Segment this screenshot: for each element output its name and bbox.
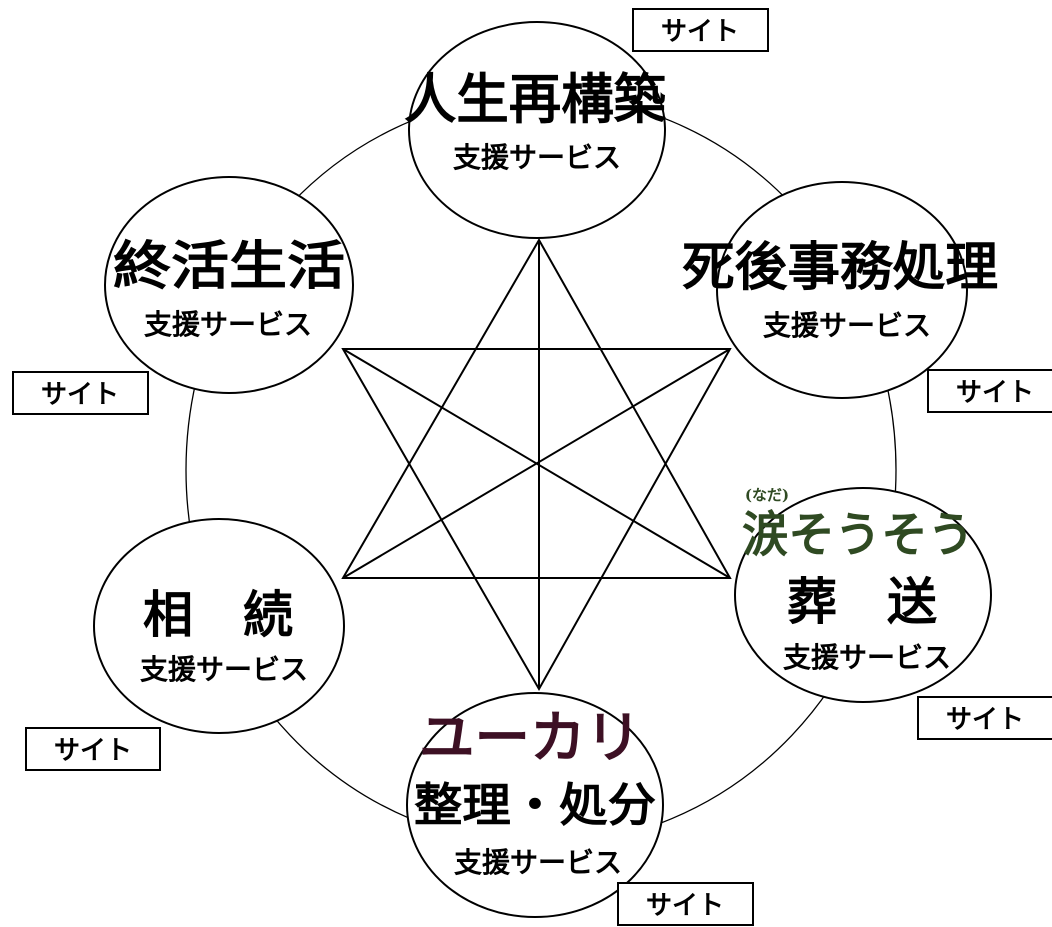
node-sousou[interactable]: (なだ) 涙そうそう 葬 送 支援サービス: [734, 486, 992, 703]
site-link-sousou[interactable]: サイト: [917, 696, 1052, 740]
brand-logo-namida-sousou: 涙そうそう: [742, 507, 974, 563]
node-subtitle: 支援サービス: [454, 846, 622, 879]
node-subtitle: 支援サービス: [453, 141, 621, 174]
site-link-box: [927, 369, 1052, 413]
site-link-label: サイト: [946, 705, 1024, 735]
triangle-down: [341, 348, 732, 692]
site-link-label: サイト: [646, 891, 724, 921]
brand-logo-yukari: ユーカリ: [419, 705, 641, 771]
site-link-box: [617, 882, 754, 926]
node-title: 葬 送: [787, 573, 937, 631]
site-link-seiri[interactable]: サイト: [617, 882, 754, 926]
site-link-souzoku[interactable]: サイト: [25, 727, 161, 771]
node-subtitle: 支援サービス: [144, 308, 312, 341]
site-link-label: サイト: [41, 380, 119, 410]
node-title: 死後事務処理: [682, 238, 998, 298]
node-circle: [408, 21, 666, 239]
node-title: 人生再構築: [404, 68, 667, 131]
node-subtitle: 支援サービス: [140, 653, 308, 686]
axis-diagonal-2: [342, 348, 731, 579]
node-circle: [406, 692, 664, 918]
site-link-jinsei[interactable]: サイト: [632, 8, 769, 52]
site-link-box: [12, 371, 149, 415]
hexagram: [341, 237, 732, 692]
site-link-label: サイト: [54, 736, 132, 766]
site-link-box: [632, 8, 769, 52]
site-link-label: サイト: [661, 17, 739, 47]
node-title: 相 続: [143, 586, 293, 644]
node-circle: [716, 181, 968, 399]
node-circle: [104, 176, 354, 394]
node-shukatsu-seikatsu[interactable]: 終活生活 支援サービス: [104, 176, 354, 394]
node-subtitle: 支援サービス: [763, 309, 931, 342]
node-title: 整理・処分: [414, 778, 656, 832]
node-subtitle: 支援サービス: [783, 641, 951, 674]
node-jinsei-saikouchiku[interactable]: 人生再構築 支援サービス: [404, 21, 667, 239]
brand-ruby: (なだ): [745, 486, 789, 504]
site-link-box: [917, 696, 1052, 740]
site-link-shukatsu[interactable]: サイト: [12, 371, 149, 415]
site-link-label: サイト: [956, 378, 1034, 408]
node-circle: [734, 487, 992, 703]
node-title: 終活生活: [113, 237, 345, 297]
node-shigo-jimu-shori[interactable]: 死後事務処理 支援サービス: [682, 181, 998, 399]
triangle-up: [341, 237, 732, 579]
site-link-shigo[interactable]: サイト: [927, 369, 1052, 413]
site-link-box: [25, 727, 161, 771]
node-souzoku[interactable]: 相 続 支援サービス: [93, 518, 345, 734]
node-circle: [93, 518, 345, 734]
node-seiri-shobun[interactable]: ユーカリ 整理・処分 支援サービス: [406, 692, 664, 918]
